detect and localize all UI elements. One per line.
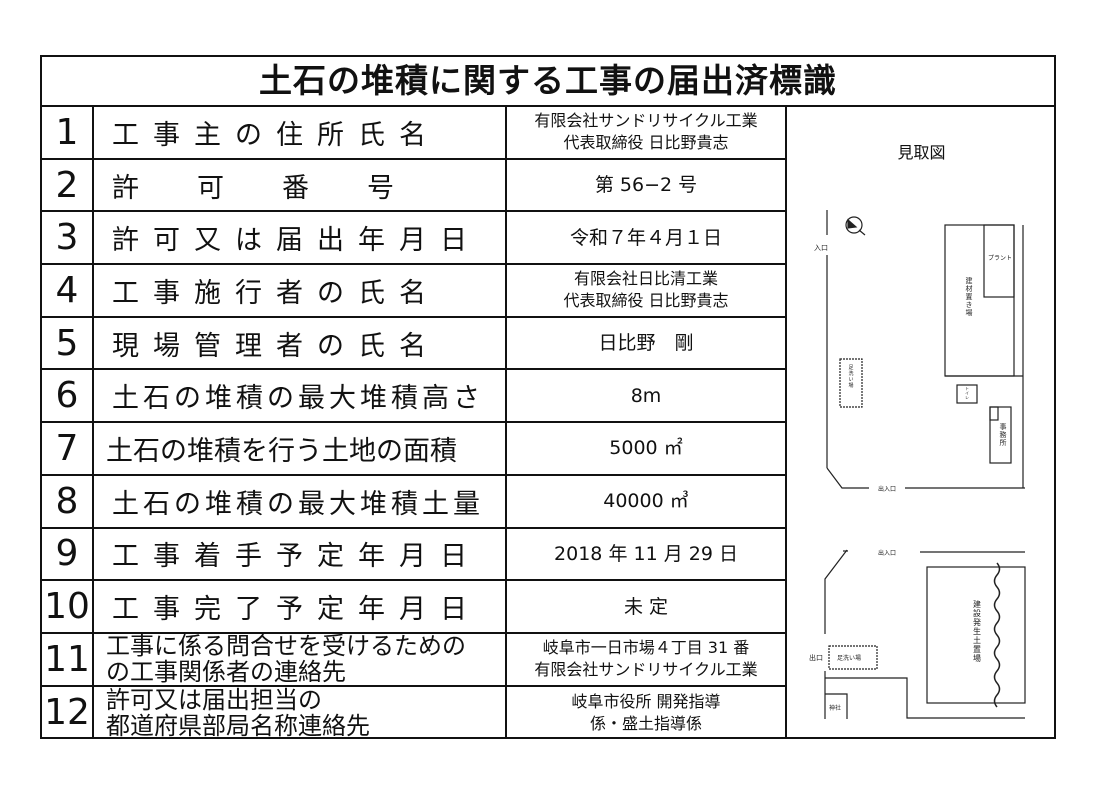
row-label-line: の工事関係者の連絡先 <box>106 658 346 685</box>
row-number: 4 <box>42 265 94 316</box>
row-number: 12 <box>42 686 94 740</box>
site-map-drawing: 入口 プラント 建材置き場 足洗い場 トイレ 事務所 出入口 出入口 建設発生土… <box>809 210 1026 719</box>
map-label-footwash-2: 足洗い場 <box>837 654 861 662</box>
site-map: 見取図 <box>785 107 1056 739</box>
row-number: 1 <box>42 107 94 158</box>
row-value-line: 40000 ㎥ <box>603 490 689 513</box>
row-value-line: 代表取締役 日比野貴志 <box>563 133 729 153</box>
row-value: 2018 年 11 月 29 日 <box>507 529 785 580</box>
map-label-shrine: 神社 <box>829 704 841 712</box>
row-value-line: 令和７年４月１日 <box>569 226 722 249</box>
map-label-office: 事務所 <box>1000 422 1007 447</box>
row-value: 未 定 <box>507 581 785 632</box>
map-label-gate-2: 出入口 <box>878 549 896 557</box>
row-label-line: 許可又は届出担当の <box>106 686 322 714</box>
row-value-line: 日比野 剛 <box>598 332 694 355</box>
row-number: 7 <box>42 423 94 474</box>
row-value-line: 5000 ㎡ <box>609 437 683 460</box>
row-label-line: 工事に係る問合せを受けるための <box>106 633 466 661</box>
row-value-line: 有限会社サンドリサイクル工業 <box>534 660 758 680</box>
row-label: 土石の堆積の最大堆積高さ <box>94 370 507 422</box>
row-number: 5 <box>42 317 94 369</box>
row-value: 岐阜市役所 開発指導係・盛土指導係 <box>507 687 785 740</box>
row-number: 10 <box>42 581 94 632</box>
row-value-line: 第 56−2 号 <box>594 174 698 197</box>
row-value-line: 未 定 <box>623 595 669 618</box>
row-value: 岐阜市一日市場４丁目 31 番有限会社サンドリサイクル工業 <box>507 634 785 685</box>
map-label-entrance: 入口 <box>814 244 828 252</box>
row-label: 土石の堆積の最大堆積土量 <box>94 475 507 527</box>
map-label-toilet: トイレ <box>965 386 969 400</box>
row-value: 5000 ㎡ <box>507 423 785 474</box>
row-value: 令和７年４月１日 <box>507 212 785 263</box>
row-value-line: 有限会社サンドリサイクル工業 <box>534 111 758 131</box>
row-label: 工事に係る問合せを受けるためのの工事関係者の連絡先 <box>94 633 507 685</box>
map-label-footwash-1: 足洗い場 <box>848 365 853 389</box>
row-label: 工事着手予定年月日 <box>94 528 507 580</box>
row-value-line: 岐阜市役所 開発指導 <box>571 691 721 711</box>
row-number: 6 <box>42 370 94 422</box>
row-label: 工事施行者の氏名 <box>94 265 507 316</box>
row-number: 2 <box>42 159 94 211</box>
row-label: 許可又は届出担当の都道府県部局名称連絡先 <box>94 686 507 740</box>
row-value-line: 代表取締役 日比野貴志 <box>563 291 729 311</box>
row-value-line: 有限会社日比清工業 <box>573 269 718 289</box>
row-number: 11 <box>42 633 94 685</box>
row-value: 第 56−2 号 <box>507 160 785 211</box>
row-value-line: 8m <box>630 384 662 407</box>
row-value-line: 係・盛土指導係 <box>589 713 702 733</box>
row-label: 許可又は届出年月日 <box>94 212 507 264</box>
row-number: 3 <box>42 212 94 264</box>
row-label: 工事完了予定年月日 <box>94 581 507 632</box>
row-value: 有限会社サンドリサイクル工業代表取締役 日比野貴志 <box>507 107 785 158</box>
map-label-plant: プラント <box>988 255 1012 262</box>
row-label: 土石の堆積を行う土地の面積 <box>94 423 507 474</box>
row-label: 工事主の住所氏名 <box>94 107 507 158</box>
row-label: 許可番号 <box>94 159 507 211</box>
row-value-line: 2018 年 11 月 29 日 <box>554 542 738 565</box>
row-value: 8m <box>507 370 785 421</box>
sign-title: 土石の堆積に関する工事の届出済標識 <box>42 57 1054 107</box>
row-value-line: 岐阜市一日市場４丁目 31 番 <box>542 638 750 658</box>
row-value: 有限会社日比清工業代表取締役 日比野貴志 <box>507 265 785 316</box>
map-label-soil-yard: 建設発生土置場 <box>973 599 981 663</box>
row-number: 8 <box>42 475 94 527</box>
row-label: 現場管理者の氏名 <box>94 317 507 369</box>
map-label-gate-1: 出入口 <box>878 485 896 493</box>
row-label-line: 都道府県部局名称連絡先 <box>106 711 370 740</box>
row-number: 9 <box>42 528 94 580</box>
map-label-exit: 出口 <box>809 653 823 662</box>
compass-icon <box>845 216 866 236</box>
row-value: 日比野 剛 <box>507 318 785 369</box>
map-title: 見取図 <box>897 143 946 162</box>
map-label-material-yard: 建材置き場 <box>966 276 973 317</box>
row-value: 40000 ㎥ <box>507 476 785 527</box>
